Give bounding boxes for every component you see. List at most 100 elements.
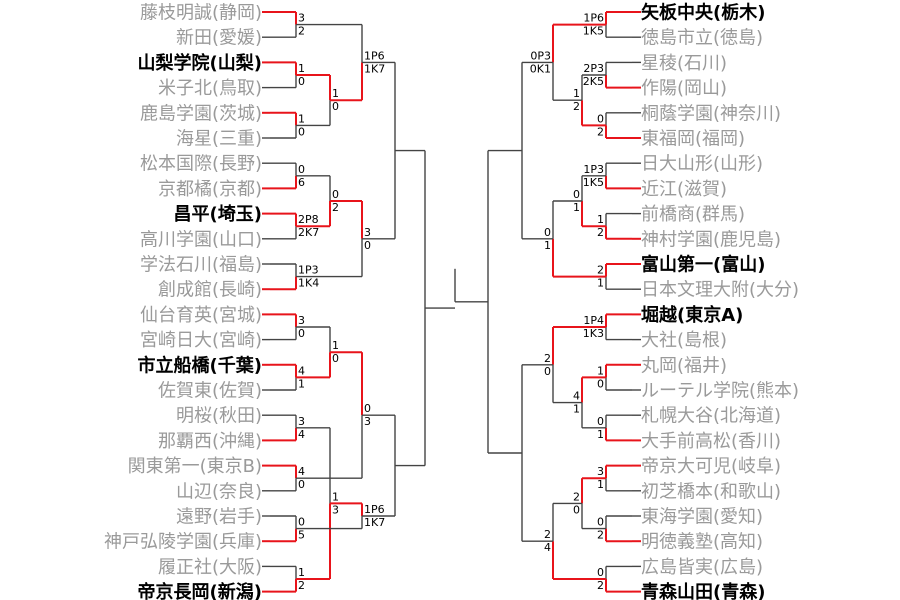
score-top: 1 [332, 490, 339, 503]
score-bottom: 1K4 [298, 277, 319, 290]
team-name: 藤枝明誠(静岡) [140, 3, 262, 24]
team-name: 丸岡(福井) [641, 355, 727, 376]
team-name: 堀越(東京A) [641, 304, 743, 326]
score-bottom: 0 [298, 327, 305, 340]
score-top: 2 [597, 264, 604, 277]
right-team-list: 矢板中央(栃木)徳島市立(徳島)星稜(石川)作陽(岡山)桐蔭学園(神奈川)東福岡… [641, 2, 799, 600]
score-top: 1 [298, 62, 305, 75]
team-name: 新田(愛媛) [176, 28, 262, 49]
score-bottom: 1 [298, 377, 305, 390]
team-name: 高川学園(山口) [140, 229, 262, 250]
team-name: 東海学園(愛知) [641, 507, 763, 528]
bracket-lines [262, 11, 641, 593]
score-bottom: 0 [332, 352, 339, 365]
team-name: 遠野(岩手) [176, 507, 262, 528]
score-bottom: 4 [298, 428, 305, 441]
score-bottom: 0 [597, 377, 604, 390]
score-bottom: 0 [364, 239, 371, 252]
final-rounds-connector [362, 61, 553, 542]
team-name: 初芝橋本(和歌山) [641, 481, 781, 502]
score-top: 0 [597, 415, 604, 428]
team-name: 海星(三重) [176, 129, 262, 150]
team-name: 東福岡(福岡) [641, 129, 745, 150]
team-name: 神戸弘陵学園(兵庫) [104, 532, 262, 553]
score-bottom: 1 [597, 277, 604, 290]
score-bottom: 1K5 [583, 25, 604, 38]
team-name: 近江(滋賀) [641, 179, 727, 200]
team-name: 大社(島根) [641, 330, 727, 351]
score-bottom: 2 [597, 226, 604, 239]
team-name: 米子北(鳥取) [158, 78, 262, 99]
team-name: 札幌大谷(北海道) [641, 406, 781, 427]
team-name: 明桜(秋田) [176, 406, 262, 427]
score-top: 1P3 [583, 163, 604, 176]
score-bottom: 6 [298, 176, 305, 189]
score-top: 1P4 [583, 314, 604, 327]
score-bottom: 0K1 [530, 62, 551, 75]
team-name: 那覇西(沖縄) [158, 431, 262, 452]
score-top: 1 [332, 87, 339, 100]
score-bottom: 2 [597, 579, 604, 592]
score-top: 4 [298, 465, 305, 478]
score-bottom: 1 [597, 478, 604, 491]
score-bottom: 1 [597, 428, 604, 441]
team-name: 仙台育英(宮城) [140, 305, 262, 326]
score-top: 0 [298, 516, 305, 529]
score-bottom: 1K7 [364, 62, 385, 75]
score-bottom: 2K7 [298, 226, 319, 239]
score-top: 2P8 [298, 213, 319, 226]
team-name: 佐賀東(佐賀) [158, 381, 262, 402]
team-name: 日大山形(山形) [641, 154, 763, 175]
score-top: 1 [597, 213, 604, 226]
score-bottom: 2K5 [583, 75, 604, 88]
score-bottom: 0 [544, 365, 551, 378]
match-scores: 321010062P82K71P31K430413440051210021013… [298, 12, 604, 592]
score-top: 2P3 [583, 62, 604, 75]
score-top: 3 [298, 314, 305, 327]
score-bottom: 0 [332, 100, 339, 113]
team-name: 学法石川(福島) [140, 255, 262, 276]
score-top: 1 [597, 364, 604, 377]
score-bottom: 2 [573, 100, 580, 113]
score-bottom: 1K3 [583, 327, 604, 340]
team-name: 宮崎日大(宮崎) [140, 330, 262, 351]
score-top: 2 [544, 352, 551, 365]
team-name: 創成館(長崎) [158, 280, 262, 301]
score-bottom: 2 [298, 579, 305, 592]
score-bottom: 2 [332, 201, 339, 214]
team-name: 関東第一(東京B) [128, 456, 262, 477]
team-name: 桐蔭学園(神奈川) [641, 103, 781, 124]
team-name: 履正社(大阪) [158, 557, 262, 578]
score-top: 2 [573, 490, 580, 503]
score-bottom: 5 [298, 529, 305, 542]
score-top: 1 [573, 87, 580, 100]
team-name: 山梨学院(山梨) [138, 52, 262, 74]
team-name: 京都橘(京都) [158, 179, 262, 200]
team-name: 大手前高松(香川) [641, 431, 781, 452]
score-top: 1 [332, 339, 339, 352]
left-team-list: 藤枝明誠(静岡) 新田(愛媛) 山梨学院(山梨) 米子北(鳥取) 鹿島学園(茨城) 海星(… [104, 3, 262, 600]
score-top: 3 [597, 465, 604, 478]
score-top: 0 [597, 566, 604, 579]
score-top: 1P6 [364, 503, 385, 516]
team-name: 日本文理大附(大分) [641, 280, 799, 301]
score-bottom: 2 [597, 125, 604, 138]
score-bottom: 1K5 [583, 176, 604, 189]
score-top: 1P3 [298, 264, 319, 277]
score-top: 1P6 [364, 49, 385, 62]
score-top: 4 [573, 390, 580, 403]
score-bottom: 1K7 [364, 516, 385, 529]
score-top: 3 [298, 12, 305, 25]
score-bottom: 3 [364, 415, 371, 428]
score-bottom: 1 [544, 239, 551, 252]
team-name: 神村学園(鹿児島) [641, 229, 781, 250]
score-bottom: 4 [544, 541, 551, 554]
team-name: 鹿島学園(茨城) [140, 103, 262, 124]
score-top: 2 [544, 528, 551, 541]
team-name: 山辺(奈良) [176, 481, 262, 502]
score-bottom: 0 [573, 503, 580, 516]
score-top: 0 [573, 188, 580, 201]
score-top: 0 [364, 402, 371, 415]
score-top: 0P3 [530, 49, 551, 62]
